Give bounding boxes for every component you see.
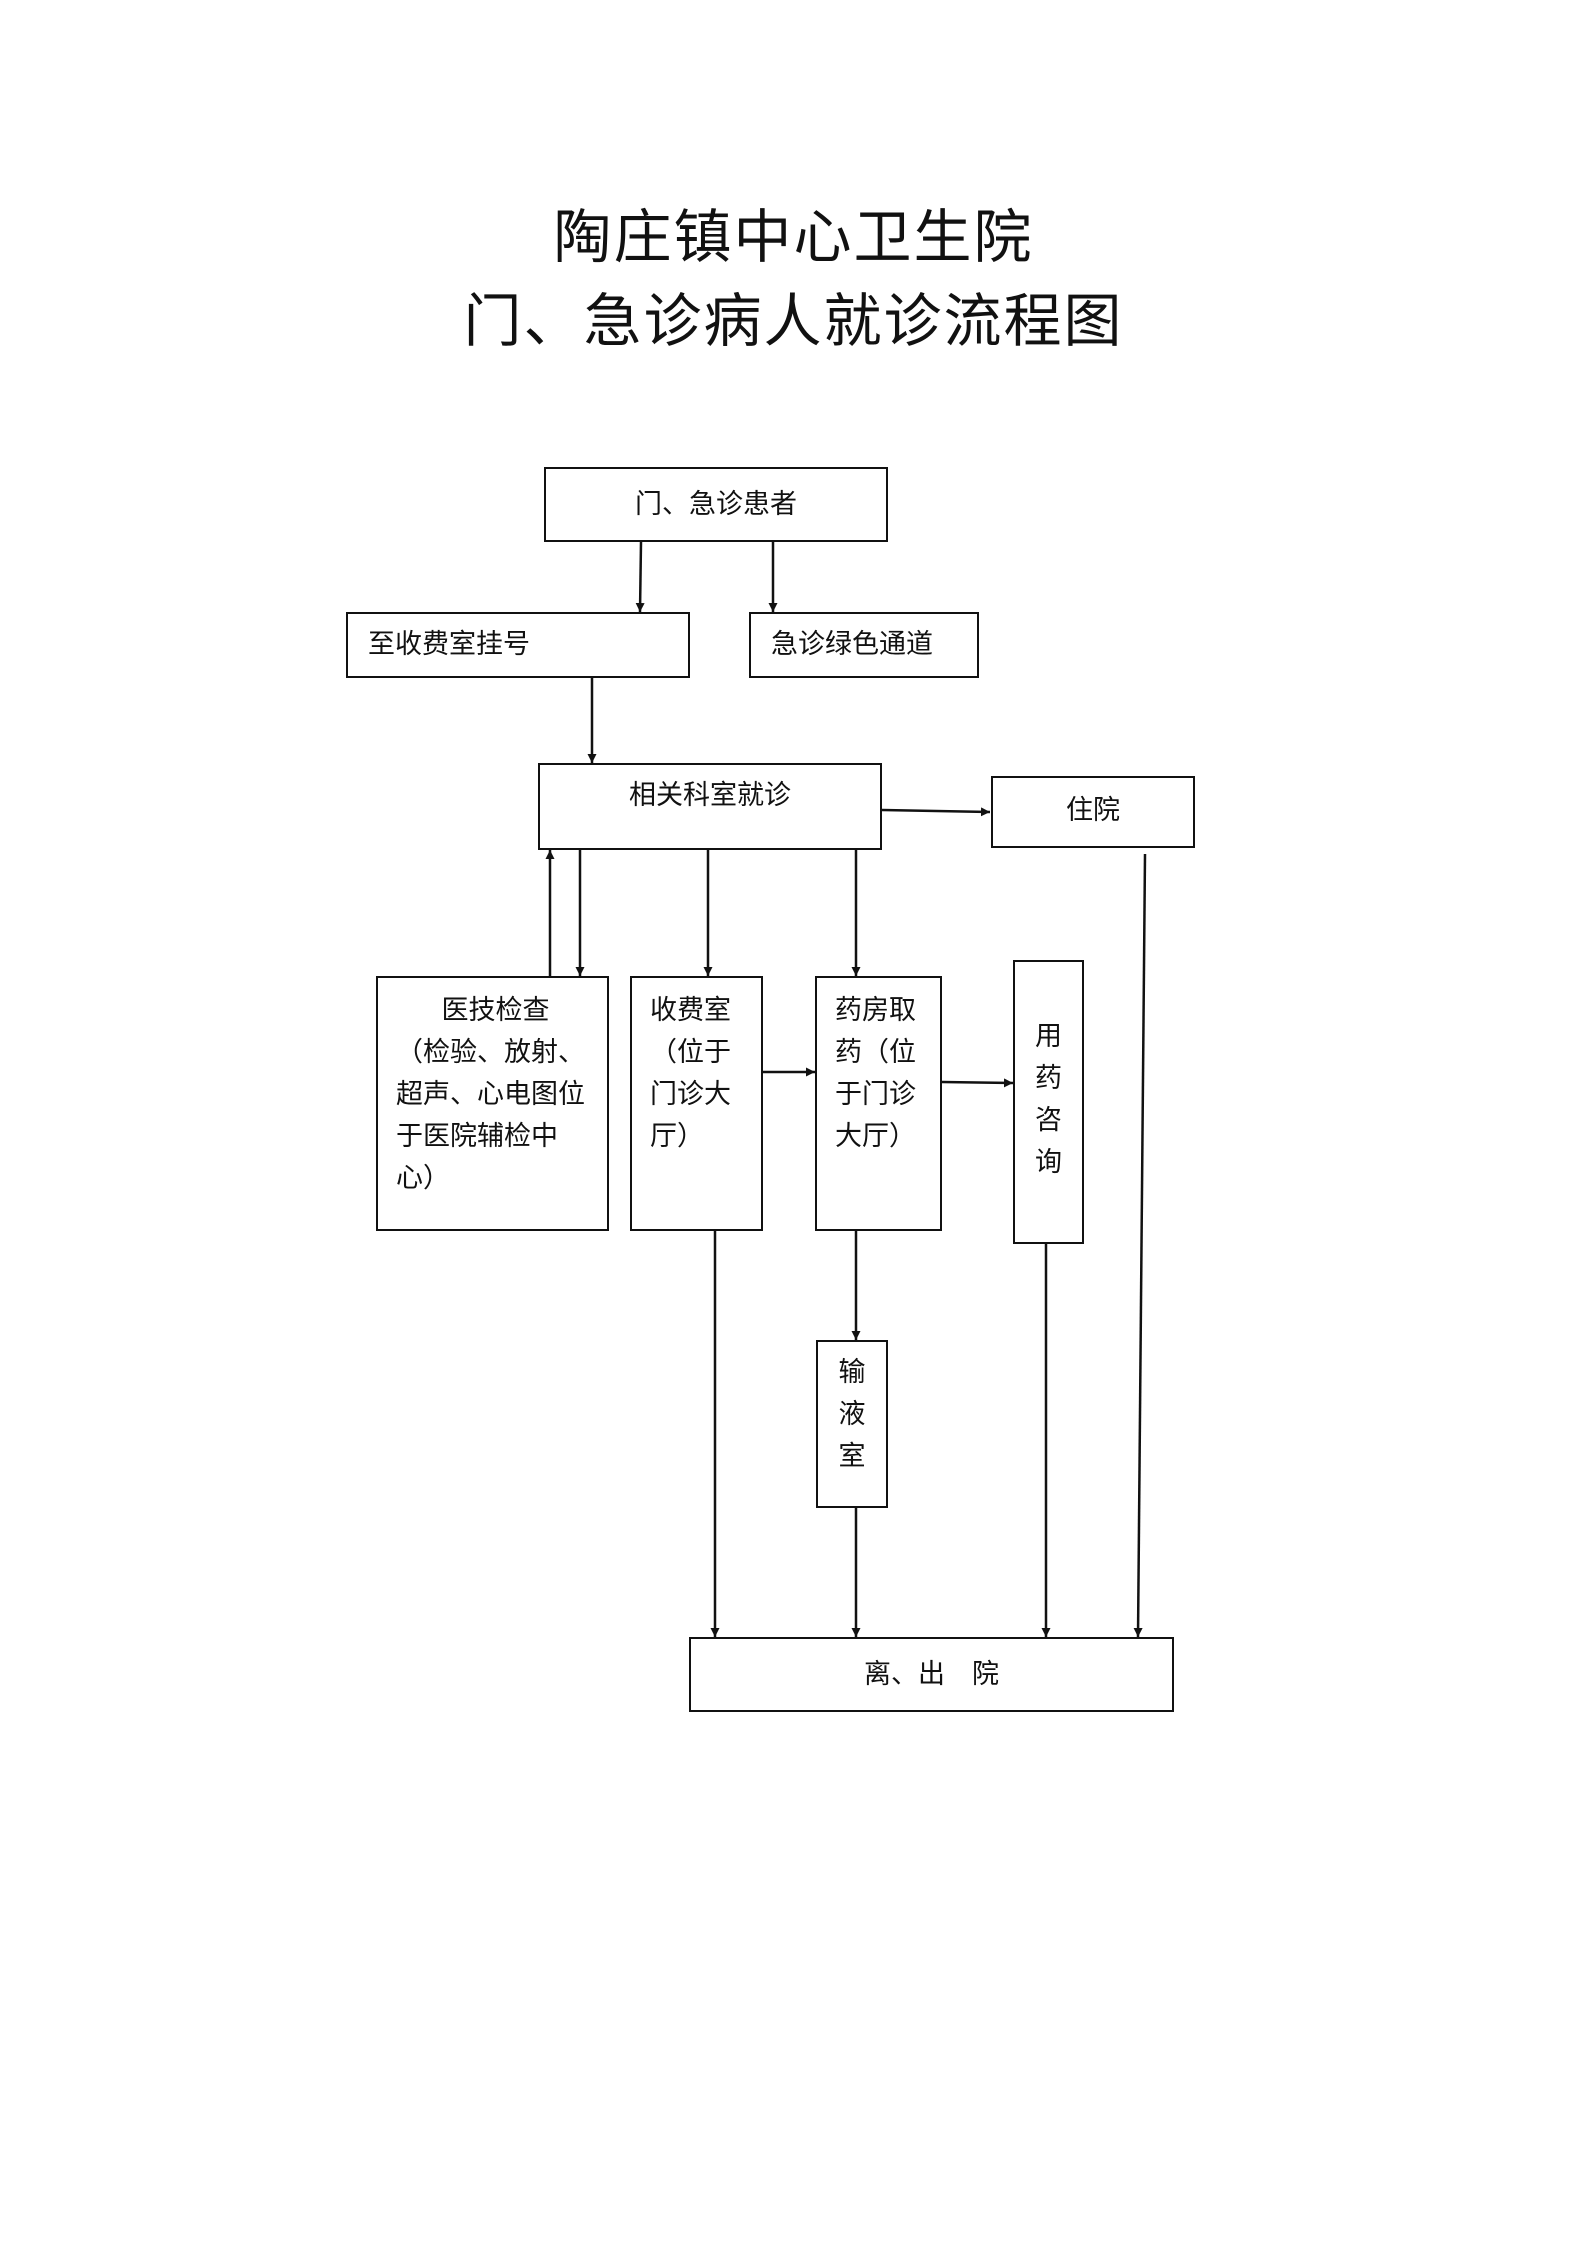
drug-consult-label: 用药咨询	[1035, 1021, 1062, 1178]
medical-exam-box: 医技检查 （检验、放射、超声、心电图位于医院辅检中心）	[376, 976, 609, 1231]
infusion-label: 输液室	[838, 1357, 866, 1472]
arrow-department-to-hospitalization	[881, 807, 991, 817]
title-line-2: 门、急诊病人就诊流程图	[463, 287, 1124, 355]
department-box: 相关科室就诊	[538, 763, 882, 850]
arrow-pharmacy-to-consult	[941, 1078, 1014, 1088]
arrow-patients-to-registration	[635, 541, 645, 613]
patients-box: 门、急诊患者	[544, 467, 888, 542]
infusion-box: 输液室	[816, 1340, 888, 1508]
department-label: 相关科室就诊	[629, 780, 791, 811]
hospitalization-label: 住院	[1066, 795, 1120, 826]
cashier-label: 收费室（位于门诊大厅）	[650, 995, 731, 1152]
registration-box: 至收费室挂号	[346, 612, 690, 678]
discharge-box: 离、出 院	[689, 1637, 1174, 1712]
drug-consult-box: 用药咨询	[1013, 960, 1084, 1244]
medical-exam-heading: 医技检查	[441, 995, 550, 1026]
cashier-box: 收费室（位于门诊大厅）	[630, 976, 763, 1231]
green-channel-box: 急诊绿色通道	[749, 612, 979, 678]
pharmacy-box: 药房取药（位于门诊大厅）	[815, 976, 942, 1231]
patients-label: 门、急诊患者	[635, 488, 797, 520]
hospitalization-box: 住院	[991, 776, 1195, 848]
registration-label: 至收费室挂号	[368, 629, 530, 660]
medical-exam-detail: （检验、放射、超声、心电图位于医院辅检中心）	[396, 1037, 585, 1194]
title-line-1: 陶庄镇中心卫生院	[553, 203, 1034, 271]
green-channel-label: 急诊绿色通道	[771, 629, 933, 660]
arrow-hospitalization-to-discharge	[1133, 853, 1147, 1638]
pharmacy-label: 药房取药（位于门诊大厅）	[835, 995, 916, 1152]
discharge-label: 离、出 院	[864, 1658, 999, 1690]
